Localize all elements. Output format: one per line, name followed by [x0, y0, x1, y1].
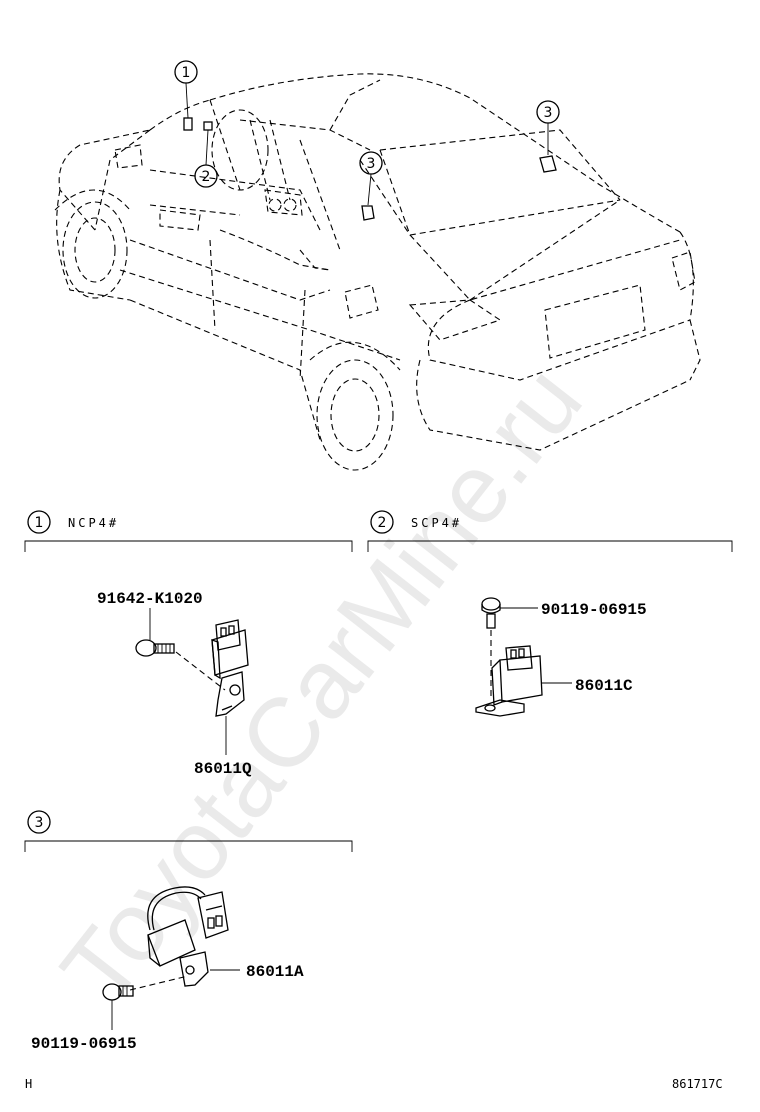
part-label-86011A: 86011A: [246, 963, 304, 981]
section-2: 2 SCP4# 90119-06915 86011C: [367, 510, 733, 717]
callout-3-right-number: 3: [544, 105, 553, 121]
yaw-rate-sensor-icon: [147, 886, 229, 987]
part-label-91642-K1020: 91642-K1020: [97, 590, 203, 608]
bolt-icon: [481, 597, 501, 629]
part-label-86011Q: 86011Q: [194, 760, 252, 778]
section-1-title: NCP4#: [68, 516, 119, 530]
car-illustration: [54, 73, 701, 471]
callout-3-right: 3: [536, 100, 560, 173]
watermark: ToyotaCarMine.ru: [40, 346, 603, 1023]
section-3: 3 86011A 90119-06915: [24, 810, 353, 1053]
footer-diagram-id: 861717C: [672, 1077, 723, 1091]
section-1: 1 NCP4# 91642-K1020 86011Q: [24, 510, 353, 778]
callout-2: 2: [194, 121, 218, 188]
callout-1: 1: [174, 60, 198, 131]
callout-3-left: 3: [359, 151, 383, 221]
yaw-rate-sensor-icon: [211, 619, 249, 717]
part-label-90119-06915-b: 90119-06915: [31, 1035, 137, 1053]
callout-1-number: 1: [182, 65, 191, 81]
part-label-86011C: 86011C: [575, 677, 633, 695]
callout-2-number: 2: [202, 169, 211, 185]
footer-left-code: H: [25, 1077, 32, 1091]
section-3-number: 3: [35, 815, 44, 831]
bolt-icon: [135, 639, 175, 657]
yaw-rate-sensor-icon: [475, 645, 543, 717]
callout-3-left-number: 3: [367, 156, 376, 172]
part-label-90119-06915-a: 90119-06915: [541, 601, 647, 619]
section-1-number: 1: [35, 515, 44, 531]
section-2-number: 2: [378, 515, 387, 531]
section-2-title: SCP4#: [411, 516, 462, 530]
